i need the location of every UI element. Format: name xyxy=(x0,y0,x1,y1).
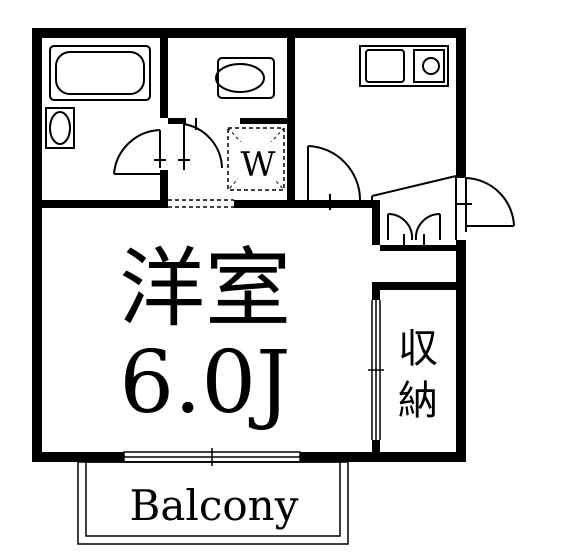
balcony-outline xyxy=(77,461,349,545)
kitchen-counter xyxy=(359,45,449,87)
balcony-label: Balcony xyxy=(130,481,299,530)
main-room-size: 6.0J xyxy=(119,333,290,433)
hall-opening xyxy=(168,199,234,208)
kitchen-door xyxy=(307,145,361,210)
entrance-door xyxy=(371,175,515,240)
washer-space: W xyxy=(227,127,285,191)
toilet xyxy=(215,57,275,99)
storage-label-char-1: 収 xyxy=(398,326,438,372)
storage-sliding-door xyxy=(368,300,384,440)
storage-label-char-2: 納 xyxy=(398,378,438,424)
toilet-door xyxy=(178,118,223,170)
interior-walls xyxy=(42,38,456,452)
bathtub xyxy=(49,45,151,101)
washer-label: W xyxy=(241,145,276,185)
washbasin xyxy=(45,107,75,149)
main-room-name: 洋室 xyxy=(119,239,291,339)
shoe-cabinet-doors xyxy=(387,212,441,248)
bathroom-door xyxy=(113,129,166,175)
